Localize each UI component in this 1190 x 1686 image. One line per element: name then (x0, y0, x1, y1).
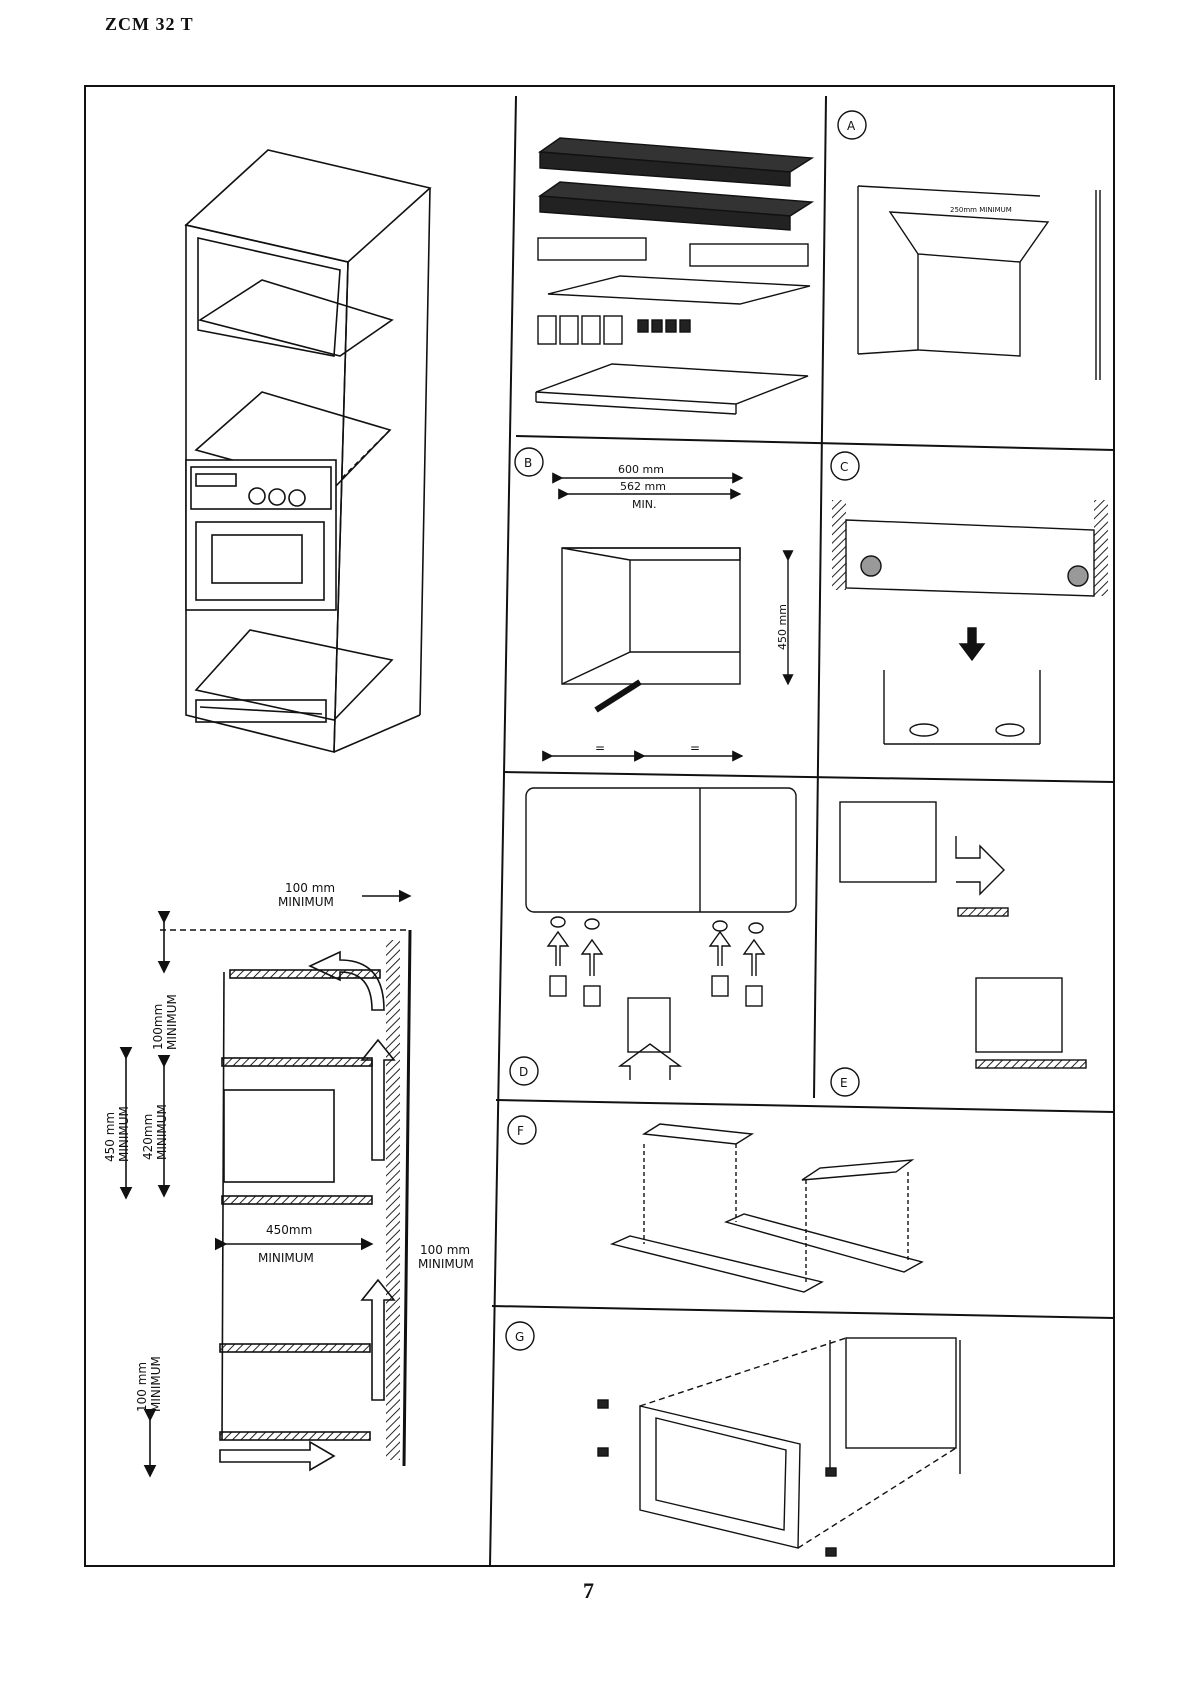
panel-a-letter: A (847, 119, 856, 133)
rear-gap-value: 100 mm (420, 1243, 470, 1257)
niche-height-value: 450 mm (103, 1112, 117, 1162)
depth-value: 450mm (266, 1223, 312, 1237)
bottom-gap-label: MINIMUM (149, 1356, 163, 1412)
panel-b-equal-right: = (690, 741, 700, 755)
niche-height-label: MINIMUM (117, 1106, 131, 1162)
rear-gap-label: MINIMUM (418, 1257, 474, 1271)
oven-height-label: MINIMUM (155, 1104, 169, 1160)
panel-d-letter: D (519, 1065, 528, 1079)
panel-e-illustration (831, 802, 1086, 1096)
upper-space-label: MINIMUM (165, 994, 179, 1050)
page-number: 7 (583, 1578, 594, 1604)
panel-a-note: 250mm MINIMUM (950, 206, 1012, 214)
panel-a-illustration (838, 111, 1100, 380)
top-gap-label: MINIMUM (278, 895, 334, 909)
panel-b-height: 450 mm (776, 604, 789, 650)
tall-cabinet-illustration (186, 150, 430, 752)
panel-g-letter: G (515, 1330, 524, 1344)
panel-b-width-outer: 600 mm (618, 463, 664, 476)
panel-e-letter: E (840, 1076, 848, 1090)
panel-g-illustration (506, 1322, 960, 1556)
panel-f-illustration (508, 1116, 922, 1292)
panel-b-letter: B (524, 456, 532, 470)
upper-space-value: 100mm (151, 1004, 165, 1050)
bottom-gap-value: 100 mm (135, 1362, 149, 1412)
panel-d-illustration (510, 788, 796, 1085)
panel-f-letter: F (517, 1124, 524, 1138)
panel-c-illustration (831, 452, 1108, 744)
ventilation-section-diagram (126, 896, 410, 1476)
oven-height-value: 420mm (141, 1114, 155, 1160)
parts-kit-panel (536, 138, 812, 414)
panel-b-illustration (515, 448, 788, 756)
panel-b-min: MIN. (632, 498, 656, 511)
panel-b-width-inner: 562 mm (620, 480, 666, 493)
depth-label: MINIMUM (258, 1251, 314, 1265)
panel-c-letter: C (840, 460, 848, 474)
top-gap-value: 100 mm (285, 881, 335, 895)
panel-b-equal-left: = (595, 741, 605, 755)
